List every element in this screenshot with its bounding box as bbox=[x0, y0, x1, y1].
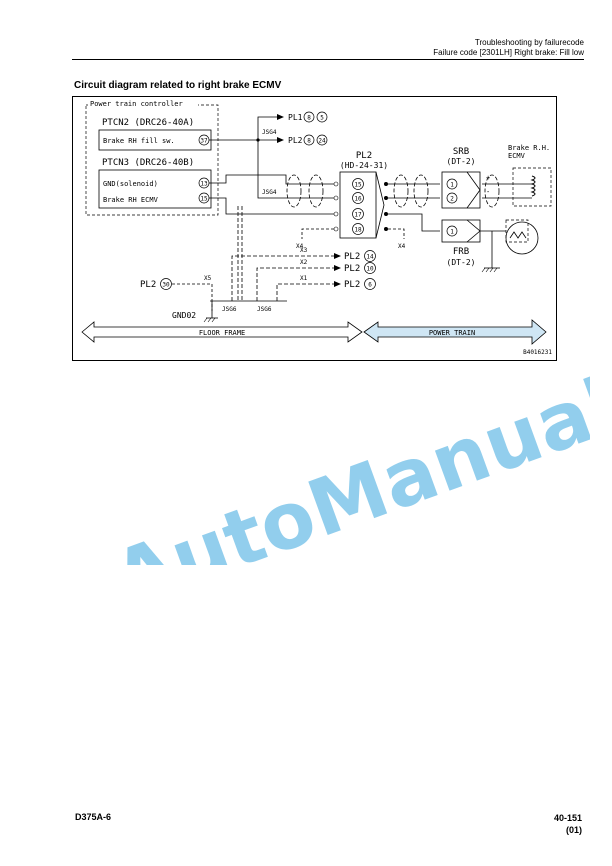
pl2-6-pin: 6 bbox=[368, 282, 372, 289]
x5-label: X5 bbox=[204, 275, 212, 282]
power-train-label: POWER TRAIN bbox=[429, 329, 475, 337]
frb-pin-1: 1 bbox=[450, 229, 454, 236]
x3-label: X3 bbox=[300, 247, 308, 254]
ptcn2-label: PTCN2 (DRC26-40A) bbox=[102, 118, 194, 128]
x4-left-label: X4 bbox=[296, 243, 304, 250]
watermark-text: AutoManual bbox=[102, 361, 590, 565]
controller-label: Power train controller bbox=[90, 100, 183, 108]
gnd02-label: GND02 bbox=[172, 311, 196, 320]
header-rule bbox=[72, 59, 584, 60]
pl2-top-pin-b: 24 bbox=[318, 138, 326, 145]
ptcn3-box bbox=[98, 169, 212, 209]
pl2-top-label: PL2 bbox=[288, 136, 303, 145]
pl1-label: PL1 bbox=[288, 113, 303, 122]
page-header: Troubleshooting by failurecode Failure c… bbox=[433, 38, 584, 58]
srb-box bbox=[441, 171, 481, 209]
pl2-connector-type: (HD-24-31) bbox=[340, 161, 388, 170]
circuit-diagram: Power train controller PTCN2 (DRC26-40A)… bbox=[72, 96, 557, 361]
jsg4-mid-label: JSG4 bbox=[262, 189, 277, 196]
footer-model: D375A-6 bbox=[75, 812, 112, 822]
footer-revision: (01) bbox=[565, 825, 582, 835]
brake-rh-label: Brake R.H. bbox=[508, 144, 550, 152]
x4-right-label: X4 bbox=[398, 243, 406, 250]
x1-label: X1 bbox=[300, 275, 308, 282]
pl2-14-label: PL2 bbox=[344, 252, 360, 262]
pin-37: 37 bbox=[200, 138, 208, 145]
pl1-pin-a: 8 bbox=[307, 115, 311, 122]
frb-label: FRB bbox=[453, 247, 469, 257]
footer-page-number: 40-151 bbox=[553, 813, 582, 823]
jsg6-right-label: JSG6 bbox=[257, 306, 272, 313]
footer-page-block: 40-151 (01) bbox=[554, 812, 582, 836]
jsg6-left-label: JSG6 bbox=[222, 306, 237, 313]
brake-fill-sw-label: Brake RH fill sw. bbox=[103, 137, 175, 145]
watermark: AutoManual bbox=[102, 361, 590, 565]
conn-pin-15: 15 bbox=[354, 182, 362, 189]
floor-frame-arrow bbox=[81, 321, 363, 343]
pl2-14-pin: 14 bbox=[366, 254, 374, 261]
ecmv-label: ECMV bbox=[508, 152, 526, 160]
pl2-10-label: PL2 bbox=[344, 264, 360, 274]
floor-frame-label: FLOOR FRAME bbox=[199, 329, 245, 337]
pl2-30-label: PL2 bbox=[140, 280, 156, 290]
srb-label: SRB bbox=[453, 147, 469, 157]
pin-15: 15 bbox=[200, 196, 208, 203]
pl1-pin-b: 5 bbox=[320, 115, 324, 122]
srb-pin-1: 1 bbox=[450, 182, 454, 189]
pl2-connector-label: PL2 bbox=[356, 151, 372, 161]
section-title: Circuit diagram related to right brake E… bbox=[74, 80, 282, 91]
conn-pin-16: 16 bbox=[354, 196, 362, 203]
minus-sign: - bbox=[486, 188, 490, 196]
ecmv-box bbox=[512, 167, 552, 207]
pl2-top-pin-a: 8 bbox=[307, 138, 311, 145]
srb-pin-2: 2 bbox=[450, 196, 454, 203]
pl2-10-pin: 10 bbox=[366, 266, 374, 273]
conn-pin-18: 18 bbox=[354, 227, 362, 234]
conn-pin-17: 17 bbox=[354, 212, 362, 219]
jsg4-top-label: JSG4 bbox=[262, 129, 277, 136]
pl2-connector-box bbox=[339, 171, 377, 239]
pl2-30-pin: 30 bbox=[162, 282, 170, 289]
gnd-solenoid-label: GND(solenoid) bbox=[103, 180, 158, 188]
srb-type: (DT-2) bbox=[447, 157, 476, 166]
header-line-1: Troubleshooting by failurecode bbox=[474, 38, 584, 47]
frb-type: (DT-2) bbox=[447, 258, 476, 267]
pl2-6-label: PL2 bbox=[344, 280, 360, 290]
ptcn3-label: PTCN3 (DRC26-40B) bbox=[102, 158, 194, 168]
header-line-2: Failure code [2301LH] Right brake: Fill … bbox=[433, 48, 584, 57]
brake-ecmv-label: Brake RH ECMV bbox=[103, 196, 159, 204]
drawing-number: B4016231 bbox=[523, 349, 552, 356]
x2-label: X2 bbox=[300, 259, 308, 266]
power-train-arrow bbox=[363, 319, 547, 345]
pin-13: 13 bbox=[200, 181, 208, 188]
